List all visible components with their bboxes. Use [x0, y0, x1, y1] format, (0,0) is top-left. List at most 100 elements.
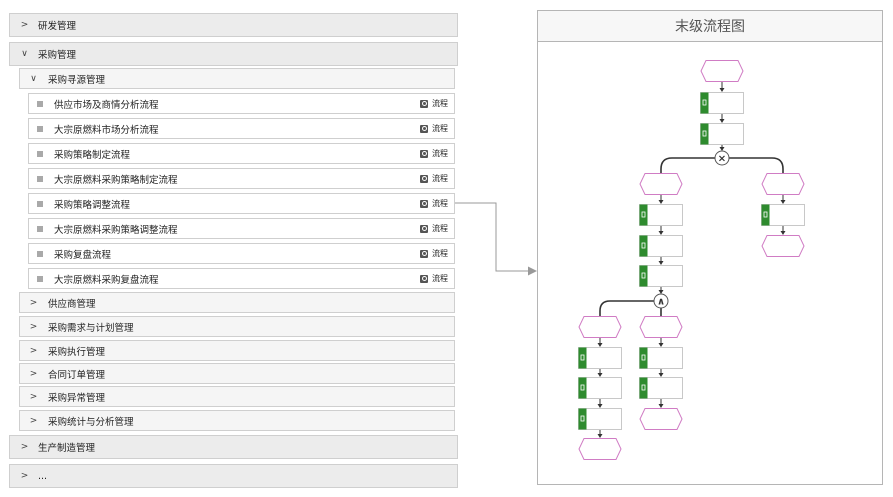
task-marker-icon	[639, 204, 648, 226]
diagram-title: 末级流程图	[538, 11, 882, 42]
tree-item-statistics[interactable]: > 采购统计与分析管理	[19, 410, 455, 431]
tree-item-demand-plan[interactable]: > 采购需求与计划管理	[19, 316, 455, 337]
document-icon	[763, 211, 768, 218]
tree-item-supplier[interactable]: > 供应商管理	[19, 292, 455, 313]
magnifier-icon	[420, 149, 428, 158]
process-label: 大宗原燃料市场分析流程	[54, 124, 159, 136]
event-node	[761, 235, 805, 257]
gateway-node	[714, 150, 730, 166]
process-item[interactable]: 采购复盘流程 流程	[28, 243, 455, 264]
bullet-square-icon	[37, 150, 43, 157]
process-item[interactable]: 采购策略制定流程 流程	[28, 143, 455, 164]
task-marker-icon	[700, 92, 709, 114]
tree-item-sourcing[interactable]: ∨ 采购寻源管理	[19, 68, 455, 89]
process-label: 供应市场及商情分析流程	[54, 99, 159, 111]
xor-gateway-icon: ×	[718, 154, 726, 165]
bullet-square-icon	[37, 200, 43, 207]
connector-arrowhead	[528, 266, 537, 276]
tree-item-more[interactable]: > ...	[9, 464, 458, 488]
magnifier-icon	[420, 249, 428, 258]
process-item-selected[interactable]: 采购策略调整流程 流程	[28, 193, 455, 214]
document-icon	[641, 211, 646, 218]
view-flow-label: 流程	[432, 174, 448, 183]
flow-arrowhead	[597, 434, 603, 438]
tree-item-execution[interactable]: > 采购执行管理	[19, 340, 455, 361]
document-icon	[580, 415, 585, 422]
flow-arrowhead	[658, 404, 664, 408]
process-item[interactable]: 大宗原燃料采购复盘流程 流程	[28, 268, 455, 289]
chevron-right-icon: >	[29, 297, 38, 308]
tree-item-purchase[interactable]: ∨ 采购管理	[9, 42, 458, 66]
document-icon	[641, 354, 646, 361]
chevron-right-icon: >	[29, 321, 38, 332]
magnifier-icon	[420, 274, 428, 283]
view-flow-link[interactable]: 流程	[420, 148, 448, 159]
magnifier-icon	[420, 224, 428, 233]
chevron-right-icon: >	[20, 20, 29, 30]
bullet-square-icon	[37, 225, 43, 232]
view-flow-link[interactable]: 流程	[420, 248, 448, 259]
task-marker-icon	[578, 408, 587, 430]
and-gateway-icon: ∧	[657, 297, 665, 308]
flow-branch-edge	[660, 157, 722, 173]
view-flow-link[interactable]: 流程	[420, 123, 448, 134]
process-item[interactable]: 大宗原燃料市场分析流程 流程	[28, 118, 455, 139]
flow-arrowhead	[780, 200, 786, 204]
chevron-right-icon: >	[20, 471, 29, 481]
task-marker-icon	[639, 377, 648, 399]
document-icon	[580, 384, 585, 391]
magnifier-icon	[420, 124, 428, 133]
process-item[interactable]: 大宗原燃料采购策略调整流程 流程	[28, 218, 455, 239]
connector-line	[455, 202, 530, 272]
tree-item-label: ...	[38, 470, 48, 482]
view-flow-link[interactable]: 流程	[420, 98, 448, 109]
tree-item-label: 采购寻源管理	[48, 74, 106, 86]
chevron-right-icon: >	[29, 415, 38, 426]
task-marker-icon	[639, 265, 648, 287]
flow-arrowhead	[597, 404, 603, 408]
flow-arrowhead	[719, 88, 725, 92]
tree-item-exception[interactable]: > 采购异常管理	[19, 386, 455, 407]
tree-item-rd[interactable]: > 研发管理	[9, 13, 458, 37]
view-flow-link[interactable]: 流程	[420, 173, 448, 184]
tree-item-label: 生产制造管理	[38, 443, 96, 454]
process-item[interactable]: 大宗原燃料采购策略制定流程 流程	[28, 168, 455, 189]
view-flow-link[interactable]: 流程	[420, 223, 448, 234]
tree-item-contract[interactable]: > 合同订单管理	[19, 363, 455, 384]
diagram-panel: 末级流程图	[537, 10, 883, 485]
process-item[interactable]: 供应市场及商情分析流程 流程	[28, 93, 455, 114]
event-node	[639, 173, 683, 195]
view-flow-label: 流程	[432, 274, 448, 283]
view-flow-label: 流程	[432, 149, 448, 158]
chevron-down-icon: ∨	[30, 73, 37, 84]
document-icon	[580, 354, 585, 361]
chevron-down-icon: ∨	[21, 49, 28, 59]
task-marker-icon	[578, 347, 587, 369]
tree-item-manufacturing[interactable]: > 生产制造管理	[9, 435, 458, 459]
event-node	[578, 438, 622, 460]
event-node	[578, 316, 622, 338]
document-icon	[641, 384, 646, 391]
process-label: 大宗原燃料采购策略调整流程	[54, 224, 178, 236]
view-flow-link[interactable]: 流程	[420, 273, 448, 284]
document-icon	[641, 242, 646, 249]
tree-item-label: 采购管理	[38, 50, 77, 61]
process-label: 大宗原燃料采购策略制定流程	[54, 174, 178, 186]
magnifier-icon	[420, 199, 428, 208]
flow-arrowhead	[597, 373, 603, 377]
flow-arrowhead	[658, 200, 664, 204]
view-flow-label: 流程	[432, 199, 448, 208]
event-node	[700, 60, 744, 82]
process-label: 大宗原燃料采购复盘流程	[54, 274, 159, 286]
view-flow-label: 流程	[432, 224, 448, 233]
view-flow-label: 流程	[432, 249, 448, 258]
view-flow-link[interactable]: 流程	[420, 198, 448, 209]
flow-arrowhead	[658, 231, 664, 235]
event-node	[639, 316, 683, 338]
view-flow-label: 流程	[432, 124, 448, 133]
tree-item-label: 采购需求与计划管理	[48, 322, 134, 334]
tree-item-label: 采购异常管理	[48, 392, 106, 404]
event-node	[761, 173, 805, 195]
